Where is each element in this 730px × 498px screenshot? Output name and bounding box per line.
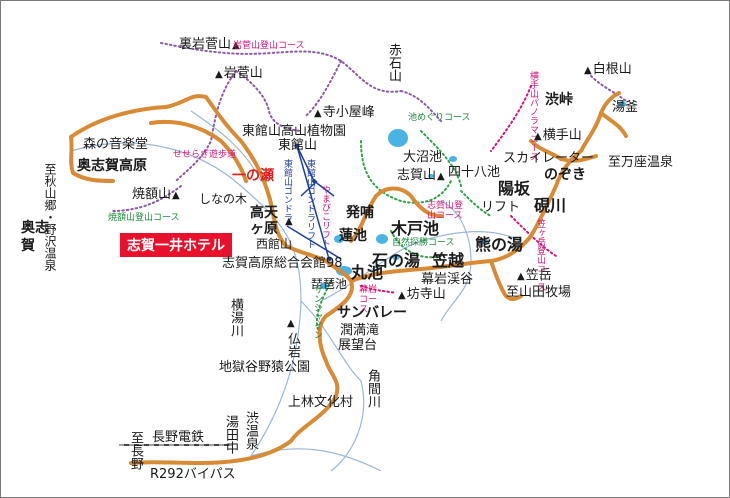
- place-jigokudani: 地獄谷野猿公園: [219, 360, 311, 375]
- ponds: [320, 101, 626, 289]
- peak-yakebitaiyama: 焼額山: [132, 188, 180, 201]
- trail-label-iwasuge-course: 岩菅山登山コース: [233, 41, 305, 51]
- road-bypass: R292バイパス: [150, 467, 236, 482]
- railway-nagaden: 長野電鉄: [152, 430, 205, 445]
- roads: [69, 91, 628, 465]
- green-trails: [315, 130, 492, 337]
- place-tenbodai: 展望台: [338, 338, 378, 353]
- place-hasshi: 発哺: [346, 205, 374, 221]
- place-nozoki: のぞき: [544, 167, 586, 183]
- place-kasagoe: 笠越: [432, 251, 465, 270]
- to-akiyama-label: 至秋山郷・野沢温泉: [43, 163, 57, 271]
- to-nagano-label: 至長野: [128, 431, 143, 470]
- place-kumanoyu: 熊の湯: [475, 235, 524, 254]
- trail-label-sunshine: サンシャイン: [312, 285, 322, 339]
- trail-label-shigayama-course: 志賀山登山コース: [427, 201, 464, 221]
- trail-label-panorama-course: 横手山パノラマコース: [528, 71, 538, 161]
- peak-akaishiyama: 赤石山: [386, 43, 401, 82]
- pink-trails: [360, 85, 557, 294]
- peak-kasadake: 笠岳: [517, 269, 552, 282]
- river-kakuma: 角間川: [365, 369, 380, 408]
- region-okushiga: 奥志賀: [21, 220, 49, 254]
- place-hiyosaka: 陽坂: [498, 179, 531, 198]
- to-shiyamada-farm: 至山田牧場: [506, 285, 572, 300]
- place-shijuhachi-ike: 四十八池: [448, 165, 501, 180]
- peak-hotokeiwa: 仏岩: [285, 332, 300, 358]
- trail-label-shizen: 自然探勝コース: [392, 238, 455, 248]
- place-yudanaka: 湯田中: [223, 415, 238, 454]
- peak-higashidateyama: 東館山: [278, 138, 318, 153]
- place-oku-shiga-kogen: 奥志賀高原: [77, 158, 147, 174]
- river-yokoyugawa: 横湯川: [228, 298, 243, 337]
- peak-bojiyama: 坊寺山: [398, 288, 446, 301]
- place-ishinoyu: 石の湯: [372, 251, 421, 270]
- trail-label-ikemeguri: 池めぐりコース: [408, 113, 471, 123]
- place-ichinose: 一の瀬: [232, 168, 274, 184]
- place-shibutoge: 渋峠: [545, 92, 573, 108]
- place-kamibayashi: 上林文化村: [288, 395, 354, 410]
- peak-nishidateyama-marker: ▲: [285, 216, 293, 227]
- place-lift: リフト: [481, 200, 521, 215]
- ropeway-stations: [294, 143, 332, 262]
- trail-label-kasadake-course: 笠ヶ岳登山コース: [535, 219, 545, 291]
- place-junmantaki: 潤満滝: [340, 323, 380, 338]
- place-shibuonsen: 渋温泉: [243, 411, 258, 450]
- peak-shiraneyama: 白根山: [584, 63, 632, 76]
- place-shinanoki: しなの木: [199, 192, 248, 206]
- place-general-center: 志賀高原総合会館98: [222, 256, 343, 271]
- trail-label-yakebitai-course: 焼額山登山コース: [108, 213, 180, 223]
- peak-terakoyamine: 寺小屋峰: [314, 106, 375, 119]
- ropeway-label-3: やまびこリフト: [320, 185, 330, 248]
- hotel-badge[interactable]: 志賀一井ホテル: [120, 233, 232, 257]
- place-morinoongakudo: 森の音楽堂: [83, 137, 149, 152]
- place-hasuike: 蓮池: [339, 228, 367, 244]
- place-kidoike: 木戸池: [391, 219, 440, 238]
- peak-hotokeiwa-marker: ▲: [287, 318, 295, 329]
- place-yugama: 湯釜: [612, 100, 639, 115]
- to-manza-label: 至万座温泉: [608, 155, 674, 170]
- trail-label-makuiwa-course: 幕岩コース: [359, 285, 378, 315]
- place-sunvalley: サンバレー: [337, 305, 407, 321]
- ropeway-label-1: 東館山ゴンドラ: [282, 159, 292, 222]
- ropeway-label-2: 東館山ゴンドラリフト: [305, 159, 315, 249]
- peak-ura-iwasugeyama: 裏岩菅山: [179, 38, 240, 51]
- place-higashidate-garden: 東館山高山植物園: [242, 124, 347, 139]
- place-biwaike: 琵琶池: [311, 277, 348, 291]
- place-suzurigawa: 硯川: [534, 196, 567, 215]
- peak-iwasugeyama: 岩菅山: [215, 67, 263, 80]
- place-maruike: 丸池: [351, 263, 384, 282]
- place-skylator: スカイレーター: [503, 151, 595, 166]
- peak-shigayama: 志賀山: [397, 169, 445, 182]
- place-makuiwa-keikoku: 幕岩渓谷: [421, 272, 474, 287]
- peak-yokoteyama: 横手山: [534, 129, 582, 142]
- peak-nishidateyama: 西館山: [256, 237, 293, 251]
- place-takamagahara: 高天ヶ原: [250, 205, 278, 237]
- trail-label-seseragi: せせらぎ遊歩道: [173, 150, 237, 160]
- place-onuma-ike: 大沼池: [403, 150, 443, 165]
